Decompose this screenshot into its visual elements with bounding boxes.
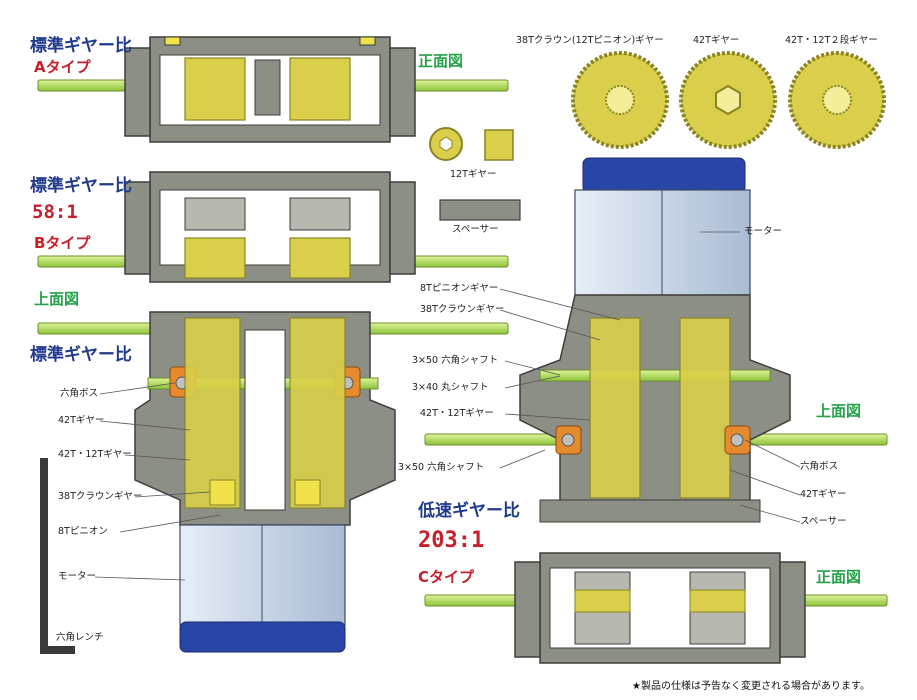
- part-label-gear-42-12t: 42T・12T２段ギヤー: [785, 35, 878, 46]
- part-label-shaft-round-right: 3×40 丸シャフト: [412, 382, 489, 393]
- loose-parts: [40, 51, 886, 654]
- part-label-crown-38t-left: 38Tクラウンギヤー: [58, 491, 143, 502]
- part-label-gear-42-12t-left: 42T・12Tギヤー: [58, 449, 132, 460]
- part-label-gear-42t: 42Tギヤー: [693, 35, 740, 46]
- a-heading: 標準ギヤー比: [30, 36, 132, 56]
- footnote: ★製品の仕様は予告なく変更される場合があります。: [632, 681, 870, 692]
- c-type-label: Cタイプ: [418, 568, 475, 586]
- front-view-label-bottom: 正面図: [816, 568, 862, 586]
- top-view-right: [424, 157, 888, 523]
- leader-lines: [94, 231, 801, 581]
- part-label-pinion-8t-left: 8Tピニオン: [58, 526, 108, 537]
- part-label-shaft-hex-right: 3×50 六角シャフト: [412, 355, 499, 366]
- left-top-view-label: 上面図: [34, 290, 80, 308]
- right-top-view-label: 上面図: [816, 402, 862, 420]
- front-view-b: [37, 171, 509, 283]
- part-label-crown-38t-right: 38Tクラウンギヤー: [420, 304, 505, 315]
- part-label-pinion-8t-right: 8Tピニオンギヤー: [420, 283, 499, 294]
- part-label-hex-boss-left: 六角ボス: [60, 388, 99, 399]
- part-label-shaft-hex-right-2: 3×50 六角シャフト: [398, 462, 485, 473]
- front-view-a: [37, 36, 509, 143]
- low-ratio: 203:1: [418, 528, 485, 553]
- front-view-label-top: 正面図: [418, 52, 464, 70]
- part-label-gear-12t: 12Tギヤー: [450, 169, 497, 180]
- part-label-hex-wrench: 六角レンチ: [56, 632, 104, 643]
- part-label-gear-42-12t-right: 42T・12Tギヤー: [420, 408, 494, 419]
- top-view-left: [37, 311, 509, 653]
- part-label-gear-42t-left: 42Tギヤー: [58, 415, 105, 426]
- b-heading: 標準ギヤー比: [30, 176, 132, 196]
- part-label-motor-right: モーター: [744, 226, 783, 237]
- part-label-gear-42t-right: 42Tギヤー: [800, 489, 847, 500]
- low-heading: 低速ギヤー比: [418, 501, 520, 521]
- b-ratio: 58:1: [32, 201, 78, 223]
- a-type-label: Aタイプ: [34, 58, 91, 76]
- part-label-motor-left: モーター: [58, 571, 97, 582]
- front-view-c: [424, 552, 888, 664]
- b-type-label: Bタイプ: [34, 234, 91, 252]
- part-label-hex-boss-right: 六角ボス: [800, 461, 839, 472]
- part-label-spacer-right: スペーサー: [800, 516, 847, 527]
- part-label-spacer-top: スペーサー: [452, 224, 499, 235]
- part-label-crown-38t: 38Tクラウン(12Tピニオン)ギヤー: [516, 35, 664, 46]
- left-std-heading: 標準ギヤー比: [30, 345, 132, 365]
